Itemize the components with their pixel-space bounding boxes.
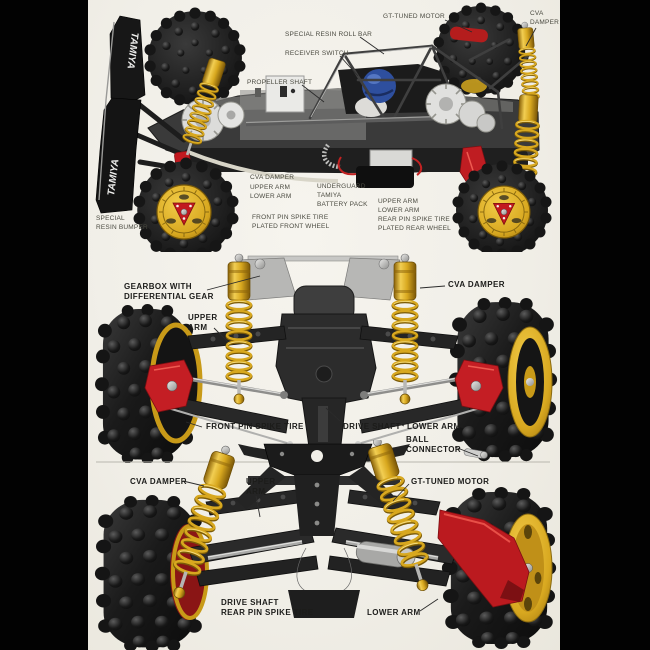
wing-logo-lower: TAMIYA: [106, 158, 121, 196]
label-side-roll-bar: SPECIAL RESIN ROLL BAR: [285, 31, 373, 38]
front-wing: TAMIYA TAMIYA: [95, 15, 146, 214]
front-damper: [181, 57, 226, 156]
label-front-upper-arm: UPPER ARM: [188, 313, 218, 332]
front-left-hub: [144, 359, 194, 413]
label-side-rear-pin-spike-tire: REAR PIN SPIKE TIRE: [378, 216, 450, 223]
front-drive-shafts: [183, 376, 465, 399]
label-side-upper-arm-front: UPPER ARM: [250, 184, 291, 191]
rear-underguard: [288, 590, 360, 618]
label-rear-gt-tuned-motor: GT-TUNED MOTOR: [411, 477, 490, 486]
label-side-gt-tuned-motor: GT-TUNED MOTOR: [383, 13, 445, 20]
rear-axle-illustration: [94, 440, 557, 650]
roll-cage: [308, 38, 530, 130]
label-front-drive-shaft: DRIVE SHAFT: [343, 422, 401, 431]
label-rear-drive-shaft: DRIVE SHAFT: [221, 598, 279, 607]
label-front-ball-connector: BALL CONNECTOR: [406, 435, 462, 454]
battery-pack-part: [322, 143, 423, 188]
front-right-hub: [454, 359, 504, 413]
label-rear-upper-arm: UPPER ARM: [246, 477, 276, 496]
label-rear-pin-spike-tire: REAR PIN SPIKE TIRE: [221, 608, 314, 617]
front-axle-illustration: [95, 253, 558, 463]
label-side-lower-arm-rear: LOWER ARM: [378, 207, 420, 214]
driver-helmet: [362, 69, 396, 103]
label-side-resin-bumper: SPECIAL RESIN BUMPER: [96, 215, 148, 231]
label-front-cva-damper: CVA DAMPER: [448, 280, 505, 289]
label-front-gearbox: GEARBOX WITH DIFFERENTIAL GEAR: [124, 282, 214, 301]
wing-logo-upper: TAMIYA: [125, 32, 140, 70]
label-front-pin-spike-tire: FRONT PIN SPIKE TIRE: [206, 422, 304, 431]
label-side-plated-front-wheel: PLATED FRONT WHEEL: [252, 223, 330, 230]
label-rear-cva-damper: CVA DAMPER: [130, 477, 187, 486]
front-shock-tower: [237, 255, 401, 301]
rear-far-wheel: [433, 2, 529, 98]
front-far-wheel: [144, 7, 246, 109]
catalog-page: TAMIYA TAMIYA: [88, 0, 560, 650]
label-side-propeller-shaft: PROPELLER SHAFT: [247, 79, 313, 86]
diff-ghost-outline: [296, 547, 353, 597]
rear-differential-gears: [425, 83, 496, 133]
label-side-plated-rear-wheel: PLATED REAR WHEEL: [378, 225, 451, 232]
label-side-cva-damper-front: CVA DAMPER: [250, 174, 295, 181]
front-left-damper: [225, 253, 253, 405]
label-side-lower-arm-front: LOWER ARM: [250, 193, 292, 200]
label-side-receiver-switch: RECEIVER SWITCH: [285, 50, 349, 57]
front-upper-arms: [187, 325, 459, 350]
rear-left-damper: [171, 445, 235, 599]
label-side-front-pin-spike-tire: FRONT PIN SPIKE TIRE: [252, 214, 329, 221]
cockpit: [255, 64, 450, 117]
front-gearbox: [275, 285, 377, 455]
rear-right-damper: [368, 440, 431, 592]
label-side-underguard: UNDERGUARD: [317, 183, 366, 190]
front-right-damper: [391, 253, 419, 405]
label-front-lower-arm: LOWER ARM: [407, 422, 461, 431]
label-side-battery-pack: TAMIYA BATTERY PACK: [317, 192, 368, 208]
label-rear-lower-arm: LOWER ARM: [367, 608, 421, 617]
label-side-upper-arm-rear: UPPER ARM: [378, 198, 419, 205]
rear-shock-tower: [236, 443, 398, 536]
side-view-illustration: TAMIYA TAMIYA: [95, 2, 552, 252]
propeller-shaft-part: [245, 115, 441, 127]
rear-gearbox-red: [437, 509, 530, 608]
front-right-tire: [448, 296, 558, 463]
label-side-cva-damper-rear: CVA DAMPER: [530, 10, 560, 26]
